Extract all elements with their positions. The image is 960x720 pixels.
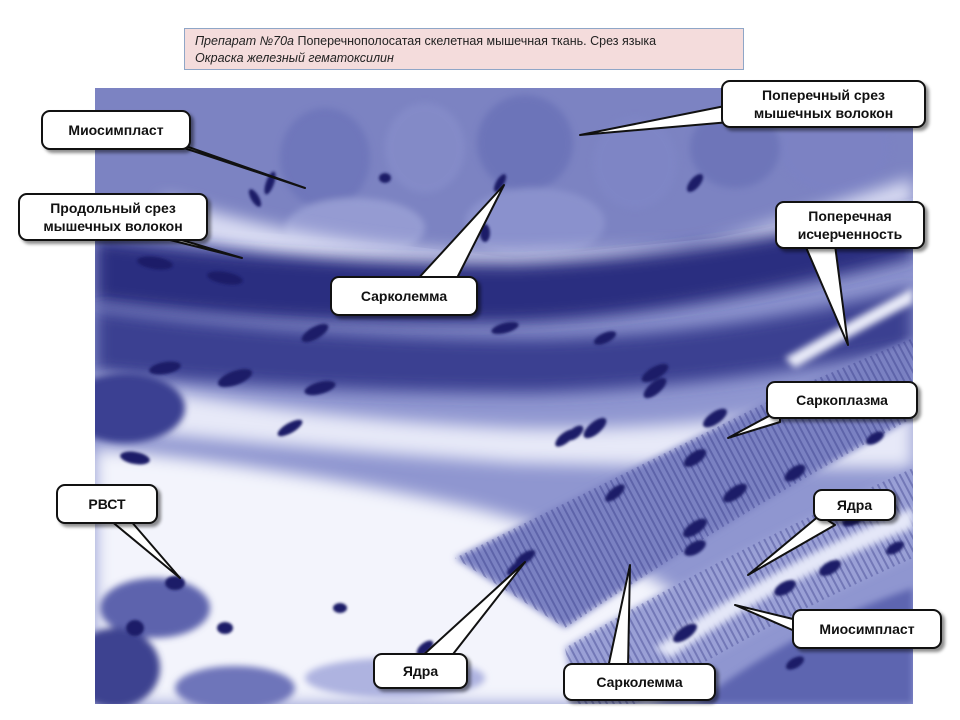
caption-line-2: Окраска железный гематоксилин — [195, 51, 394, 65]
caption-title: Поперечнополосатая скелетная мышечная тк… — [297, 34, 657, 48]
label-sarcoplasm: Саркоплазма — [766, 381, 918, 419]
label-sarcolemma-bottom: Сарколемма — [563, 663, 716, 701]
caption-box: Препарат №70а Поперечнополосатая скелетн… — [184, 28, 744, 70]
label-nuclei-right: Ядра — [813, 489, 896, 521]
label-longitudinal-section: Продольный срез мышечных волокон — [18, 193, 208, 241]
label-cross-section: Поперечный срез мышечных волокон — [721, 80, 926, 128]
label-miosimplast-bottom: Миосимпласт — [792, 609, 942, 649]
label-striation: Поперечная исчерченность — [775, 201, 925, 249]
label-nuclei-bottom: Ядра — [373, 653, 468, 689]
label-miosimplast-top: Миосимпласт — [41, 110, 191, 150]
caption-prefix: Препарат №70а — [195, 34, 298, 48]
label-rvst: РВСТ — [56, 484, 158, 524]
label-sarcolemma-top: Сарколемма — [330, 276, 478, 316]
caption-line-1: Препарат №70а Поперечнополосатая скелетн… — [195, 33, 733, 50]
